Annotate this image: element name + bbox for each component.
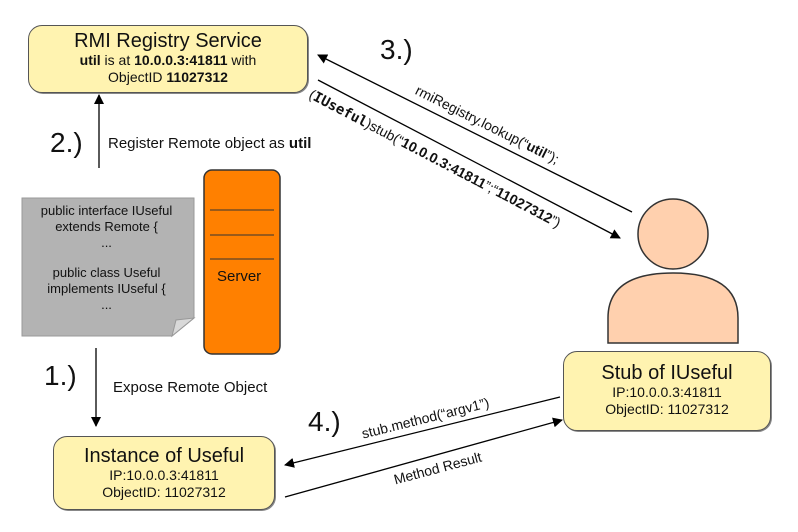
registry-objectid-line: ObjectID 11027312 (29, 69, 307, 86)
registry-title: RMI Registry Service (74, 30, 262, 52)
registry-objectid-label: ObjectID (108, 69, 167, 85)
registry-binding-line: util is at 10.0.0.3:41811 with (29, 52, 307, 69)
method-call-arrow (284, 396, 561, 468)
registry-objectid-value: 11027312 (166, 69, 228, 85)
lookup-arrow (317, 54, 633, 213)
client-person-icon (607, 198, 739, 344)
registry-is-at: is at (100, 52, 135, 68)
code-line-2: extends Remote { (55, 219, 158, 234)
code-line-1: public interface IUseful (40, 203, 173, 218)
stub-objectid: ObjectID: 11027312 (605, 401, 729, 417)
registry-name: util (79, 52, 101, 68)
instance-ip: IP:10.0.0.3:41811 (109, 467, 219, 483)
registry-service-box: RMI Registry Service util is at 10.0.0.3… (28, 25, 308, 93)
code-note-shape (21, 197, 196, 338)
instance-objectid: ObjectID: 11027312 (102, 484, 226, 500)
register-label-name: util (288, 135, 312, 152)
register-label-text: Register Remote object as (108, 135, 289, 152)
step-2-number: 2.) (50, 127, 83, 158)
stub-ip: IP:10.0.0.3:41811 (612, 384, 722, 400)
stub-return-arrow (317, 79, 621, 239)
method-result-arrow (284, 417, 563, 498)
register-label: Register Remote object as util (108, 135, 311, 152)
server-label: Server (217, 268, 262, 285)
step-4-number: 4.) (308, 406, 341, 437)
code-line-4: public class Useful (52, 265, 161, 280)
step-3-number: 3.) (380, 34, 413, 65)
server-shape (203, 169, 281, 355)
step-1-number: 1.) (44, 360, 77, 391)
code-line-5: implements IUseful { (47, 281, 166, 296)
expose-label: Expose Remote Object (113, 379, 268, 396)
code-note: public interface IUseful extends Remote … (24, 203, 189, 313)
registry-with: with (227, 52, 257, 68)
instance-title: Instance of Useful (83, 445, 245, 467)
stub-of-iuseful-box: Stub of IUseful IP:10.0.0.3:41811 Object… (563, 351, 771, 431)
instance-of-useful-box: Instance of Useful IP:10.0.0.3:41811 Obj… (53, 436, 275, 510)
code-line-6: ... (101, 297, 112, 312)
code-line-3: ... (101, 235, 112, 250)
registry-address: 10.0.0.3:41811 (134, 52, 228, 68)
stub-title: Stub of IUseful (601, 362, 733, 384)
